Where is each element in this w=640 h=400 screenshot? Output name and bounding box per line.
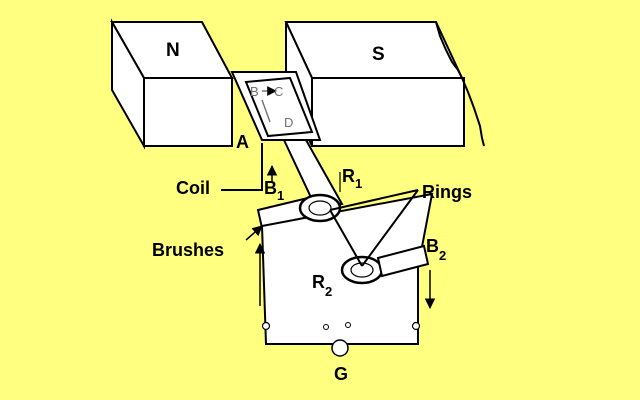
coil-loop-frame [244,76,314,138]
coil-corner-a: A [236,132,249,152]
slip-ring-2 [340,255,384,285]
terminal-left [261,321,271,331]
south-magnet-torn-edge [435,21,485,147]
coil-corner-b: B [250,84,259,99]
terminal-dot-2 [345,322,351,328]
rings-pointer [329,189,419,267]
north-magnet-front [143,77,233,147]
ring-1-label: R1 [342,166,362,191]
ring-2-label: R2 [312,272,332,299]
brush-2 [376,244,430,278]
coil-corner-c: C [274,84,283,99]
brushes-pointer-arrow [245,225,263,241]
brush-2-label: B2 [426,236,446,263]
south-pole-label: S [372,44,385,65]
brushes-label: Brushes [152,240,224,260]
coil-leader [221,143,263,191]
coil-inner-side [261,99,271,123]
rings-label: Rings [422,182,472,202]
galvanometer-label: G [334,364,348,384]
coil-axle-arm [282,139,344,210]
galvanometer [331,339,349,357]
terminal-right [411,321,421,331]
terminal-dot-1 [323,324,329,330]
coil-corner-d: D [284,115,293,130]
coil-label: Coil [176,178,210,198]
coil-loop: B C D [244,76,314,138]
north-pole-label: N [166,40,180,61]
south-magnet-front [311,77,465,147]
slip-ring-1 [298,193,342,223]
brush-1-label: B1 [264,178,284,203]
north-magnet [110,18,234,150]
